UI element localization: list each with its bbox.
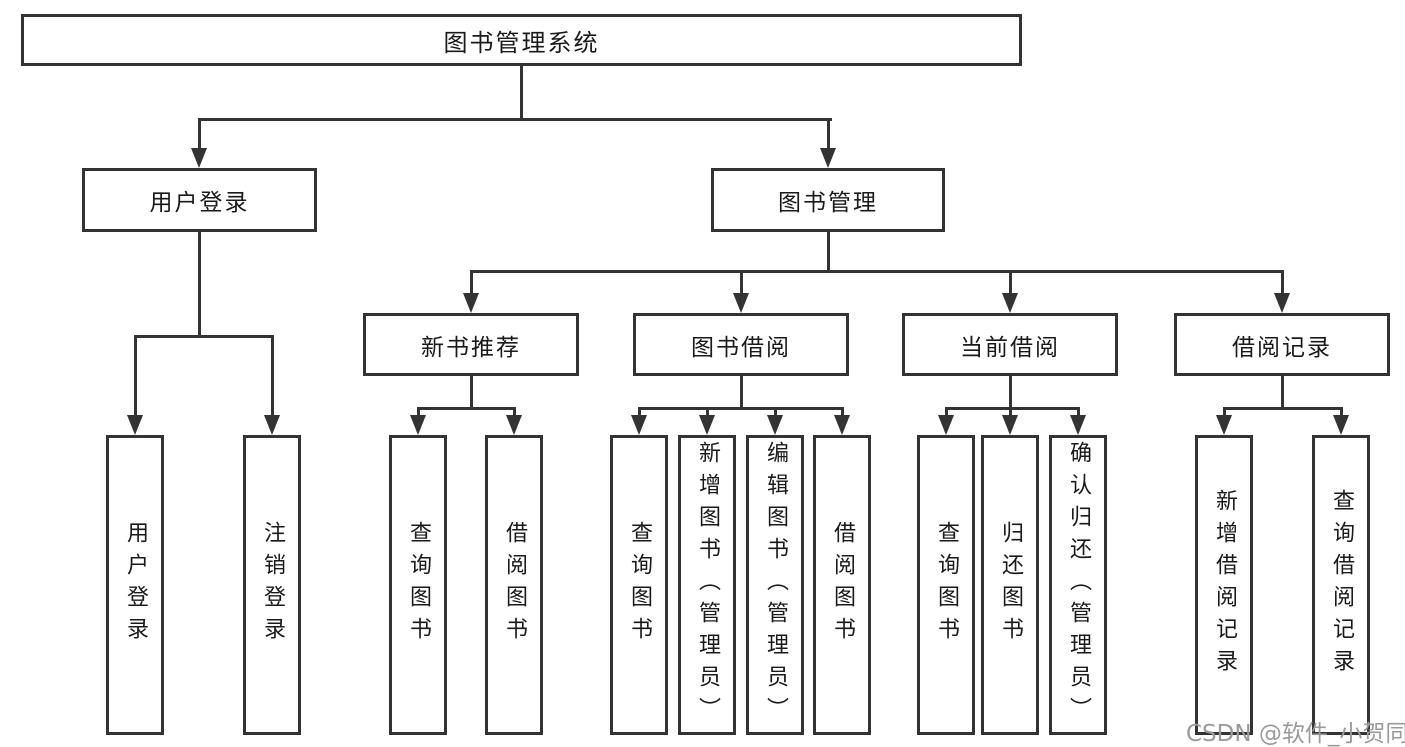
connector-vline <box>470 270 473 296</box>
connector-vline <box>827 118 830 151</box>
connector-arrowhead <box>1002 415 1018 435</box>
connector-vline <box>1223 407 1226 419</box>
connector-vline <box>774 407 777 419</box>
connector-arrowhead <box>767 415 783 435</box>
connector-vline <box>198 230 201 336</box>
leaf-label: 用户登录 <box>123 521 148 649</box>
connector-arrowhead <box>1216 415 1232 435</box>
node-current-borrow: 当前借阅 <box>902 313 1118 376</box>
leaf-label: 新增借阅记录 <box>1212 489 1237 681</box>
node-label: 当前借阅 <box>960 334 1060 361</box>
connector-hline <box>1223 407 1343 410</box>
node-borrow-records: 借阅记录 <box>1174 313 1390 376</box>
connector-arrowhead <box>463 293 479 313</box>
connector-vline <box>706 407 709 419</box>
connector-vline <box>827 230 830 271</box>
connector-vline <box>740 374 743 409</box>
connector-arrowhead <box>506 415 522 435</box>
leaf-label: 查询图书 <box>934 521 959 649</box>
connector-arrowhead <box>191 148 207 168</box>
connector-arrowhead <box>631 415 647 435</box>
node-label: 图书管理 <box>778 190 878 216</box>
connector-arrowhead <box>1002 293 1018 313</box>
connector-vline <box>945 407 948 419</box>
connector-vline <box>271 335 274 417</box>
node-label: 用户登录 <box>149 190 250 216</box>
node-user-login: 用户登录 <box>82 168 317 232</box>
leaf-label: 确认归还（管理员） <box>1066 441 1091 729</box>
connector-hline <box>470 270 1284 273</box>
node-label: 图书管理系统 <box>443 28 600 57</box>
connector-vline <box>1281 270 1284 296</box>
leaf-records-query-record: 查询借阅记录 <box>1312 435 1370 735</box>
connector-arrowhead <box>733 293 749 313</box>
leaf-current-confirm-return-admin: 确认归还（管理员） <box>1049 435 1107 735</box>
connector-vline <box>513 407 516 419</box>
connector-arrowhead <box>127 415 143 435</box>
leaf-label: 查询图书 <box>627 521 652 649</box>
leaf-label: 查询借阅记录 <box>1329 489 1354 681</box>
connector-vline <box>198 118 201 151</box>
leaf-user-login: 用户登录 <box>106 435 164 735</box>
connector-arrowhead <box>1070 415 1086 435</box>
connector-vline <box>1009 374 1012 409</box>
leaf-label: 查询图书 <box>406 521 431 649</box>
leaf-logout: 注销登录 <box>243 435 301 735</box>
connector-arrowhead <box>1274 293 1290 313</box>
connector-vline <box>134 335 137 417</box>
leaf-borrow-edit-books-admin: 编辑图书（管理员） <box>746 435 804 735</box>
connector-hline <box>417 407 516 410</box>
connector-hline <box>198 118 832 121</box>
leaf-newbooks-query-books: 查询图书 <box>389 435 447 735</box>
leaf-label: 编辑图书（管理员） <box>763 441 788 729</box>
leaf-label: 新增图书（管理员） <box>695 441 720 729</box>
connector-arrowhead <box>938 415 954 435</box>
connector-vline <box>417 407 420 419</box>
node-new-book-recommend: 新书推荐 <box>363 313 579 376</box>
connector-arrowhead <box>410 415 426 435</box>
connector-arrowhead <box>834 415 850 435</box>
connector-arrowhead <box>264 415 280 435</box>
connector-arrowhead <box>1333 415 1349 435</box>
connector-vline <box>470 374 473 409</box>
leaf-borrow-query-books: 查询图书 <box>610 435 668 735</box>
connector-vline <box>1009 270 1012 296</box>
leaf-label: 借阅图书 <box>830 521 855 649</box>
leaf-current-query-books: 查询图书 <box>917 435 975 735</box>
leaf-records-add-record: 新增借阅记录 <box>1195 435 1253 735</box>
node-book-borrow: 图书借阅 <box>633 313 849 376</box>
leaf-borrow-add-books-admin: 新增图书（管理员） <box>678 435 736 735</box>
connector-vline <box>740 270 743 296</box>
leaf-borrow-borrow-books: 借阅图书 <box>813 435 871 735</box>
connector-vline <box>638 407 641 419</box>
connector-vline <box>1009 407 1012 419</box>
connector-arrowhead <box>820 148 836 168</box>
node-label: 新书推荐 <box>421 334 521 361</box>
csdn-watermark: CSDN @软件_小贺同学 <box>1186 721 1405 747</box>
leaf-current-return-books: 归还图书 <box>981 435 1039 735</box>
connector-vline <box>1281 374 1284 409</box>
leaf-label: 借阅图书 <box>502 521 527 649</box>
node-label: 借阅记录 <box>1232 334 1332 361</box>
leaf-label: 归还图书 <box>998 521 1023 649</box>
connector-hline <box>638 407 844 410</box>
connector-vline <box>520 64 523 120</box>
leaf-newbooks-borrow-books: 借阅图书 <box>485 435 543 735</box>
connector-vline <box>1077 407 1080 419</box>
connector-hline <box>945 407 1080 410</box>
connector-hline <box>134 335 274 338</box>
leaf-label: 注销登录 <box>260 521 285 649</box>
connector-vline <box>1340 407 1343 419</box>
connector-arrowhead <box>699 415 715 435</box>
node-root: 图书管理系统 <box>21 14 1022 66</box>
node-book-management: 图书管理 <box>711 168 945 232</box>
connector-vline <box>841 407 844 419</box>
node-label: 图书借阅 <box>691 334 791 361</box>
